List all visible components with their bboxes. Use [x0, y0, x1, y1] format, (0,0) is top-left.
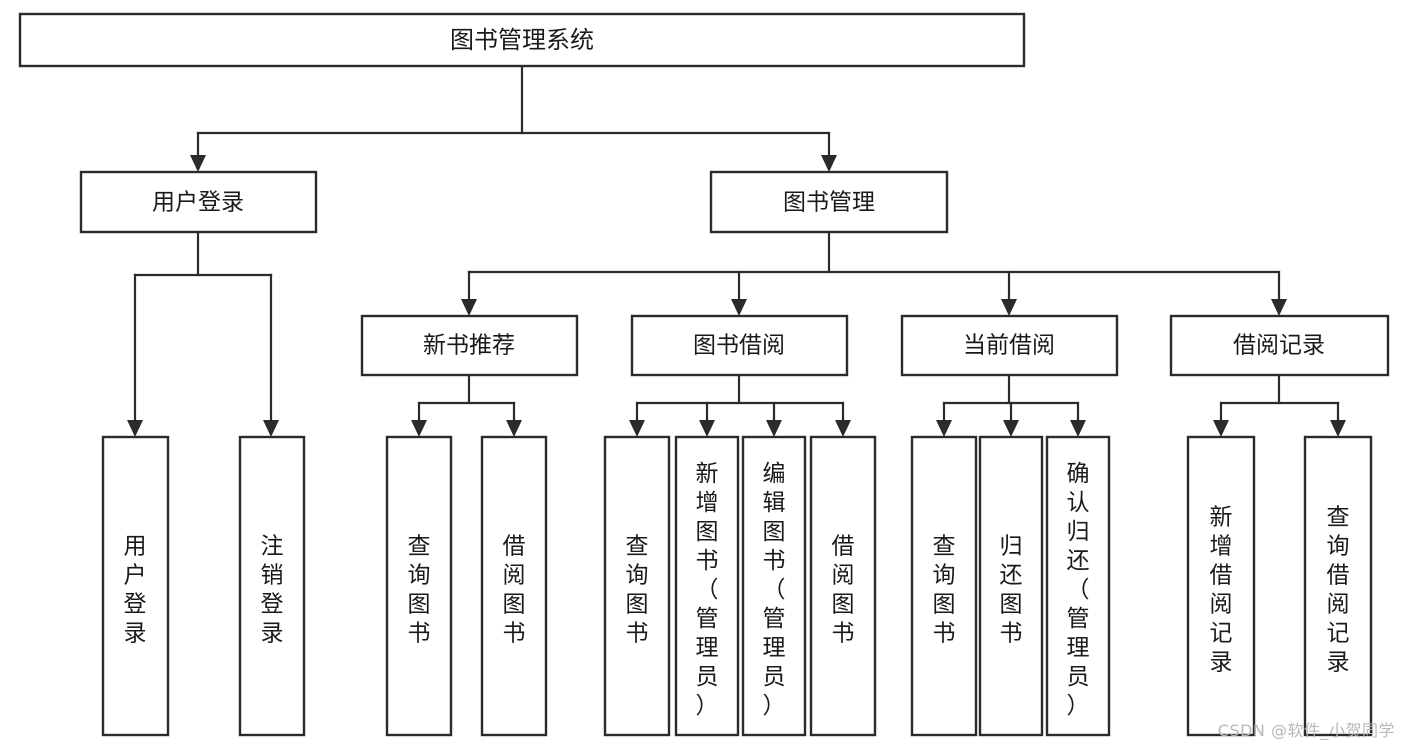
node-leaf-confirm-return-label: 确认归还（管理员）: [1067, 461, 1090, 719]
node-user-login-label: 用户登录: [152, 190, 244, 216]
node-leaf-borrow-book-a-box[interactable]: [480, 435, 548, 737]
node-book-manage[interactable]: 图书管理: [709, 170, 949, 234]
arrow-head-leaf-query-book-b: [629, 420, 645, 437]
node-borrow-record-box[interactable]: [1169, 314, 1390, 377]
node-leaf-borrow-book-a[interactable]: 借阅图书: [480, 435, 548, 737]
arrow-head-leaf-edit-book: [766, 420, 782, 437]
node-leaf-logout[interactable]: 注销登录: [238, 435, 306, 737]
node-leaf-query-book-a-label: 查询图书: [408, 533, 431, 646]
arrow-head-leaf-query-book-a: [411, 420, 427, 437]
node-leaf-edit-book-label: 编辑图书（管理员）: [763, 461, 786, 719]
node-leaf-return-book-box[interactable]: [978, 435, 1044, 737]
arrow-head-book-borrow: [731, 299, 747, 316]
node-book-borrow[interactable]: 图书借阅: [630, 314, 849, 377]
node-leaf-borrow-book-b-label: 借阅图书: [832, 533, 855, 646]
node-root[interactable]: 图书管理系统: [18, 12, 1026, 68]
node-current-borrow[interactable]: 当前借阅: [900, 314, 1119, 377]
node-current-borrow-box[interactable]: [900, 314, 1119, 377]
node-leaf-user-login-label: 用户登录: [124, 533, 147, 646]
arrow-head-new-book-rec: [461, 299, 477, 316]
arrow-head-current-borrow: [1001, 299, 1017, 316]
node-book-manage-label: 图书管理: [783, 190, 875, 216]
arrow-head-leaf-add-record: [1213, 420, 1229, 437]
node-leaf-query-book-b[interactable]: 查询图书: [603, 435, 671, 737]
node-leaf-add-book-label: 新增图书（管理员）: [696, 461, 719, 719]
arrow-head-leaf-logout: [263, 420, 279, 437]
connector-layer: [127, 64, 1346, 437]
node-book-borrow-label: 图书借阅: [693, 333, 785, 359]
node-leaf-confirm-return-box[interactable]: [1045, 435, 1111, 737]
node-book-manage-box[interactable]: [709, 170, 949, 234]
node-leaf-logout-box[interactable]: [238, 435, 306, 737]
node-borrow-record-label: 借阅记录: [1233, 333, 1325, 359]
arrow-head-borrow-record: [1271, 299, 1287, 316]
node-leaf-query-record-box[interactable]: [1303, 435, 1373, 737]
arrow-head-leaf-borrow-book-b: [835, 420, 851, 437]
node-leaf-user-login-box[interactable]: [101, 435, 170, 737]
node-leaf-logout-label: 注销登录: [261, 533, 284, 646]
node-leaf-add-book[interactable]: 新增图书（管理员）: [674, 435, 740, 737]
arrow-head-leaf-return-book: [1003, 420, 1019, 437]
node-leaf-query-book-b-label: 查询图书: [626, 533, 649, 646]
node-leaf-edit-book-box[interactable]: [741, 435, 807, 737]
node-new-book-rec[interactable]: 新书推荐: [360, 314, 579, 377]
node-new-book-rec-box[interactable]: [360, 314, 579, 377]
node-leaf-query-book-a-box[interactable]: [385, 435, 453, 737]
node-leaf-edit-book[interactable]: 编辑图书（管理员）: [741, 435, 807, 737]
arrow-head-leaf-query-book-c: [936, 420, 952, 437]
node-leaf-query-record-label: 查询借阅记录: [1327, 504, 1350, 675]
node-new-book-rec-label: 新书推荐: [423, 333, 515, 359]
node-leaf-borrow-book-b-box[interactable]: [809, 435, 877, 737]
node-leaf-query-book-c[interactable]: 查询图书: [910, 435, 978, 737]
node-leaf-query-book-c-box[interactable]: [910, 435, 978, 737]
node-book-borrow-box[interactable]: [630, 314, 849, 377]
node-leaf-add-record-box[interactable]: [1186, 435, 1256, 737]
node-borrow-record[interactable]: 借阅记录: [1169, 314, 1390, 377]
node-leaf-user-login[interactable]: 用户登录: [101, 435, 170, 737]
node-user-login[interactable]: 用户登录: [79, 170, 318, 234]
node-leaf-query-book-a[interactable]: 查询图书: [385, 435, 453, 737]
arrow-head-leaf-confirm-return: [1070, 420, 1086, 437]
node-current-borrow-label: 当前借阅: [963, 333, 1055, 359]
node-leaf-add-record[interactable]: 新增借阅记录: [1186, 435, 1256, 737]
arrow-head-leaf-add-book: [699, 420, 715, 437]
node-leaf-borrow-book-b[interactable]: 借阅图书: [809, 435, 877, 737]
node-leaf-confirm-return[interactable]: 确认归还（管理员）: [1045, 435, 1111, 737]
node-leaf-query-book-c-label: 查询图书: [933, 533, 956, 646]
node-root-box[interactable]: [18, 12, 1026, 68]
node-leaf-query-book-b-box[interactable]: [603, 435, 671, 737]
arrow-head-leaf-user-login: [127, 420, 143, 437]
arrow-head-leaf-query-record: [1330, 420, 1346, 437]
node-leaf-return-book-label: 归还图书: [1000, 533, 1023, 646]
arrow-head-book-manage: [821, 155, 837, 172]
node-root-label: 图书管理系统: [450, 26, 594, 54]
node-user-login-box[interactable]: [79, 170, 318, 234]
node-leaf-return-book[interactable]: 归还图书: [978, 435, 1044, 737]
arrow-head-user-login: [190, 155, 206, 172]
node-leaf-add-record-label: 新增借阅记录: [1210, 504, 1233, 675]
node-leaf-add-book-box[interactable]: [674, 435, 740, 737]
node-leaf-borrow-book-a-label: 借阅图书: [503, 533, 526, 646]
arrow-head-leaf-borrow-book-a: [506, 420, 522, 437]
node-leaf-query-record[interactable]: 查询借阅记录: [1303, 435, 1373, 737]
